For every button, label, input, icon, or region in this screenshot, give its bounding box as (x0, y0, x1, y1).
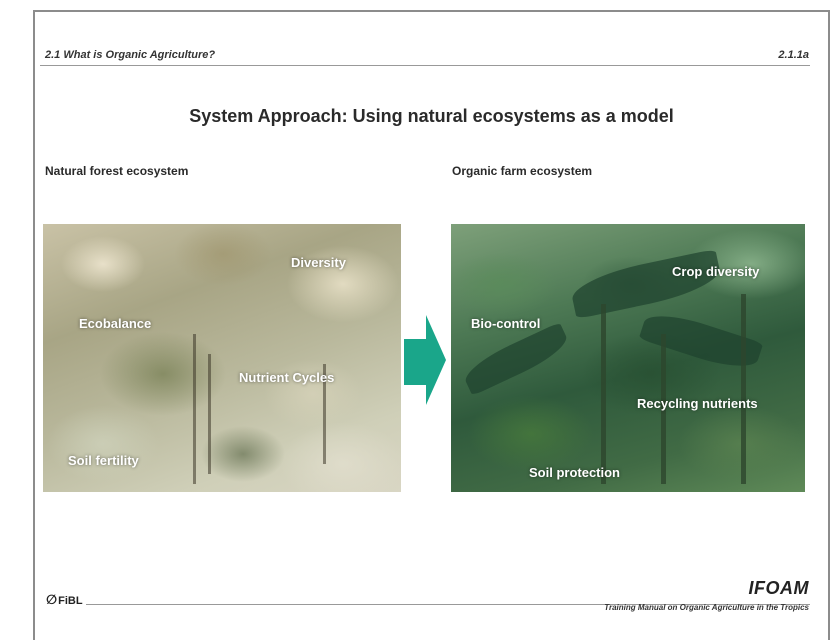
banana-leaf (459, 322, 573, 396)
banana-leaf (568, 248, 724, 320)
label-nutrient-cycles: Nutrient Cycles (239, 370, 335, 385)
ifoam-logo: IFOAM (748, 578, 809, 598)
tree-trunk (193, 334, 196, 484)
plant-stem (661, 334, 666, 484)
tree-trunk (208, 354, 211, 474)
slide-frame (33, 10, 830, 640)
label-soil-fertility: Soil fertility (68, 453, 139, 468)
tree-trunk (323, 364, 326, 464)
section-header: 2.1 What is Organic Agriculture? (45, 49, 216, 61)
plant-stem (741, 294, 746, 484)
fibl-logo-text: FiBL (58, 595, 83, 607)
manual-caption: Training Manual on Organic Agriculture i… (604, 603, 809, 612)
arrow-icon (404, 315, 446, 405)
label-crop-diversity: Crop diversity (672, 264, 760, 279)
right-panel-heading: Organic farm ecosystem (452, 164, 593, 178)
arrow-shape (404, 315, 446, 405)
footer-divider (86, 604, 810, 605)
farm-photo: Crop diversity Bio-control Recycling nut… (451, 224, 805, 492)
header-divider (40, 65, 810, 66)
label-recycling-nutrients: Recycling nutrients (637, 396, 758, 411)
forest-photo: Diversity Ecobalance Nutrient Cycles Soi… (43, 224, 401, 492)
label-diversity: Diversity (291, 255, 346, 270)
label-soil-protection: Soil protection (529, 465, 620, 480)
slide-number: 2.1.1a (778, 49, 809, 61)
label-ecobalance: Ecobalance (79, 316, 152, 331)
left-panel-heading: Natural forest ecosystem (45, 164, 189, 178)
label-bio-control: Bio-control (471, 316, 541, 331)
slide-title: System Approach: Using natural ecosystem… (189, 106, 674, 126)
plant-stem (601, 304, 606, 484)
fibl-mark-icon: ∅ (46, 592, 58, 607)
fibl-logo: ∅FiBL (46, 592, 83, 608)
